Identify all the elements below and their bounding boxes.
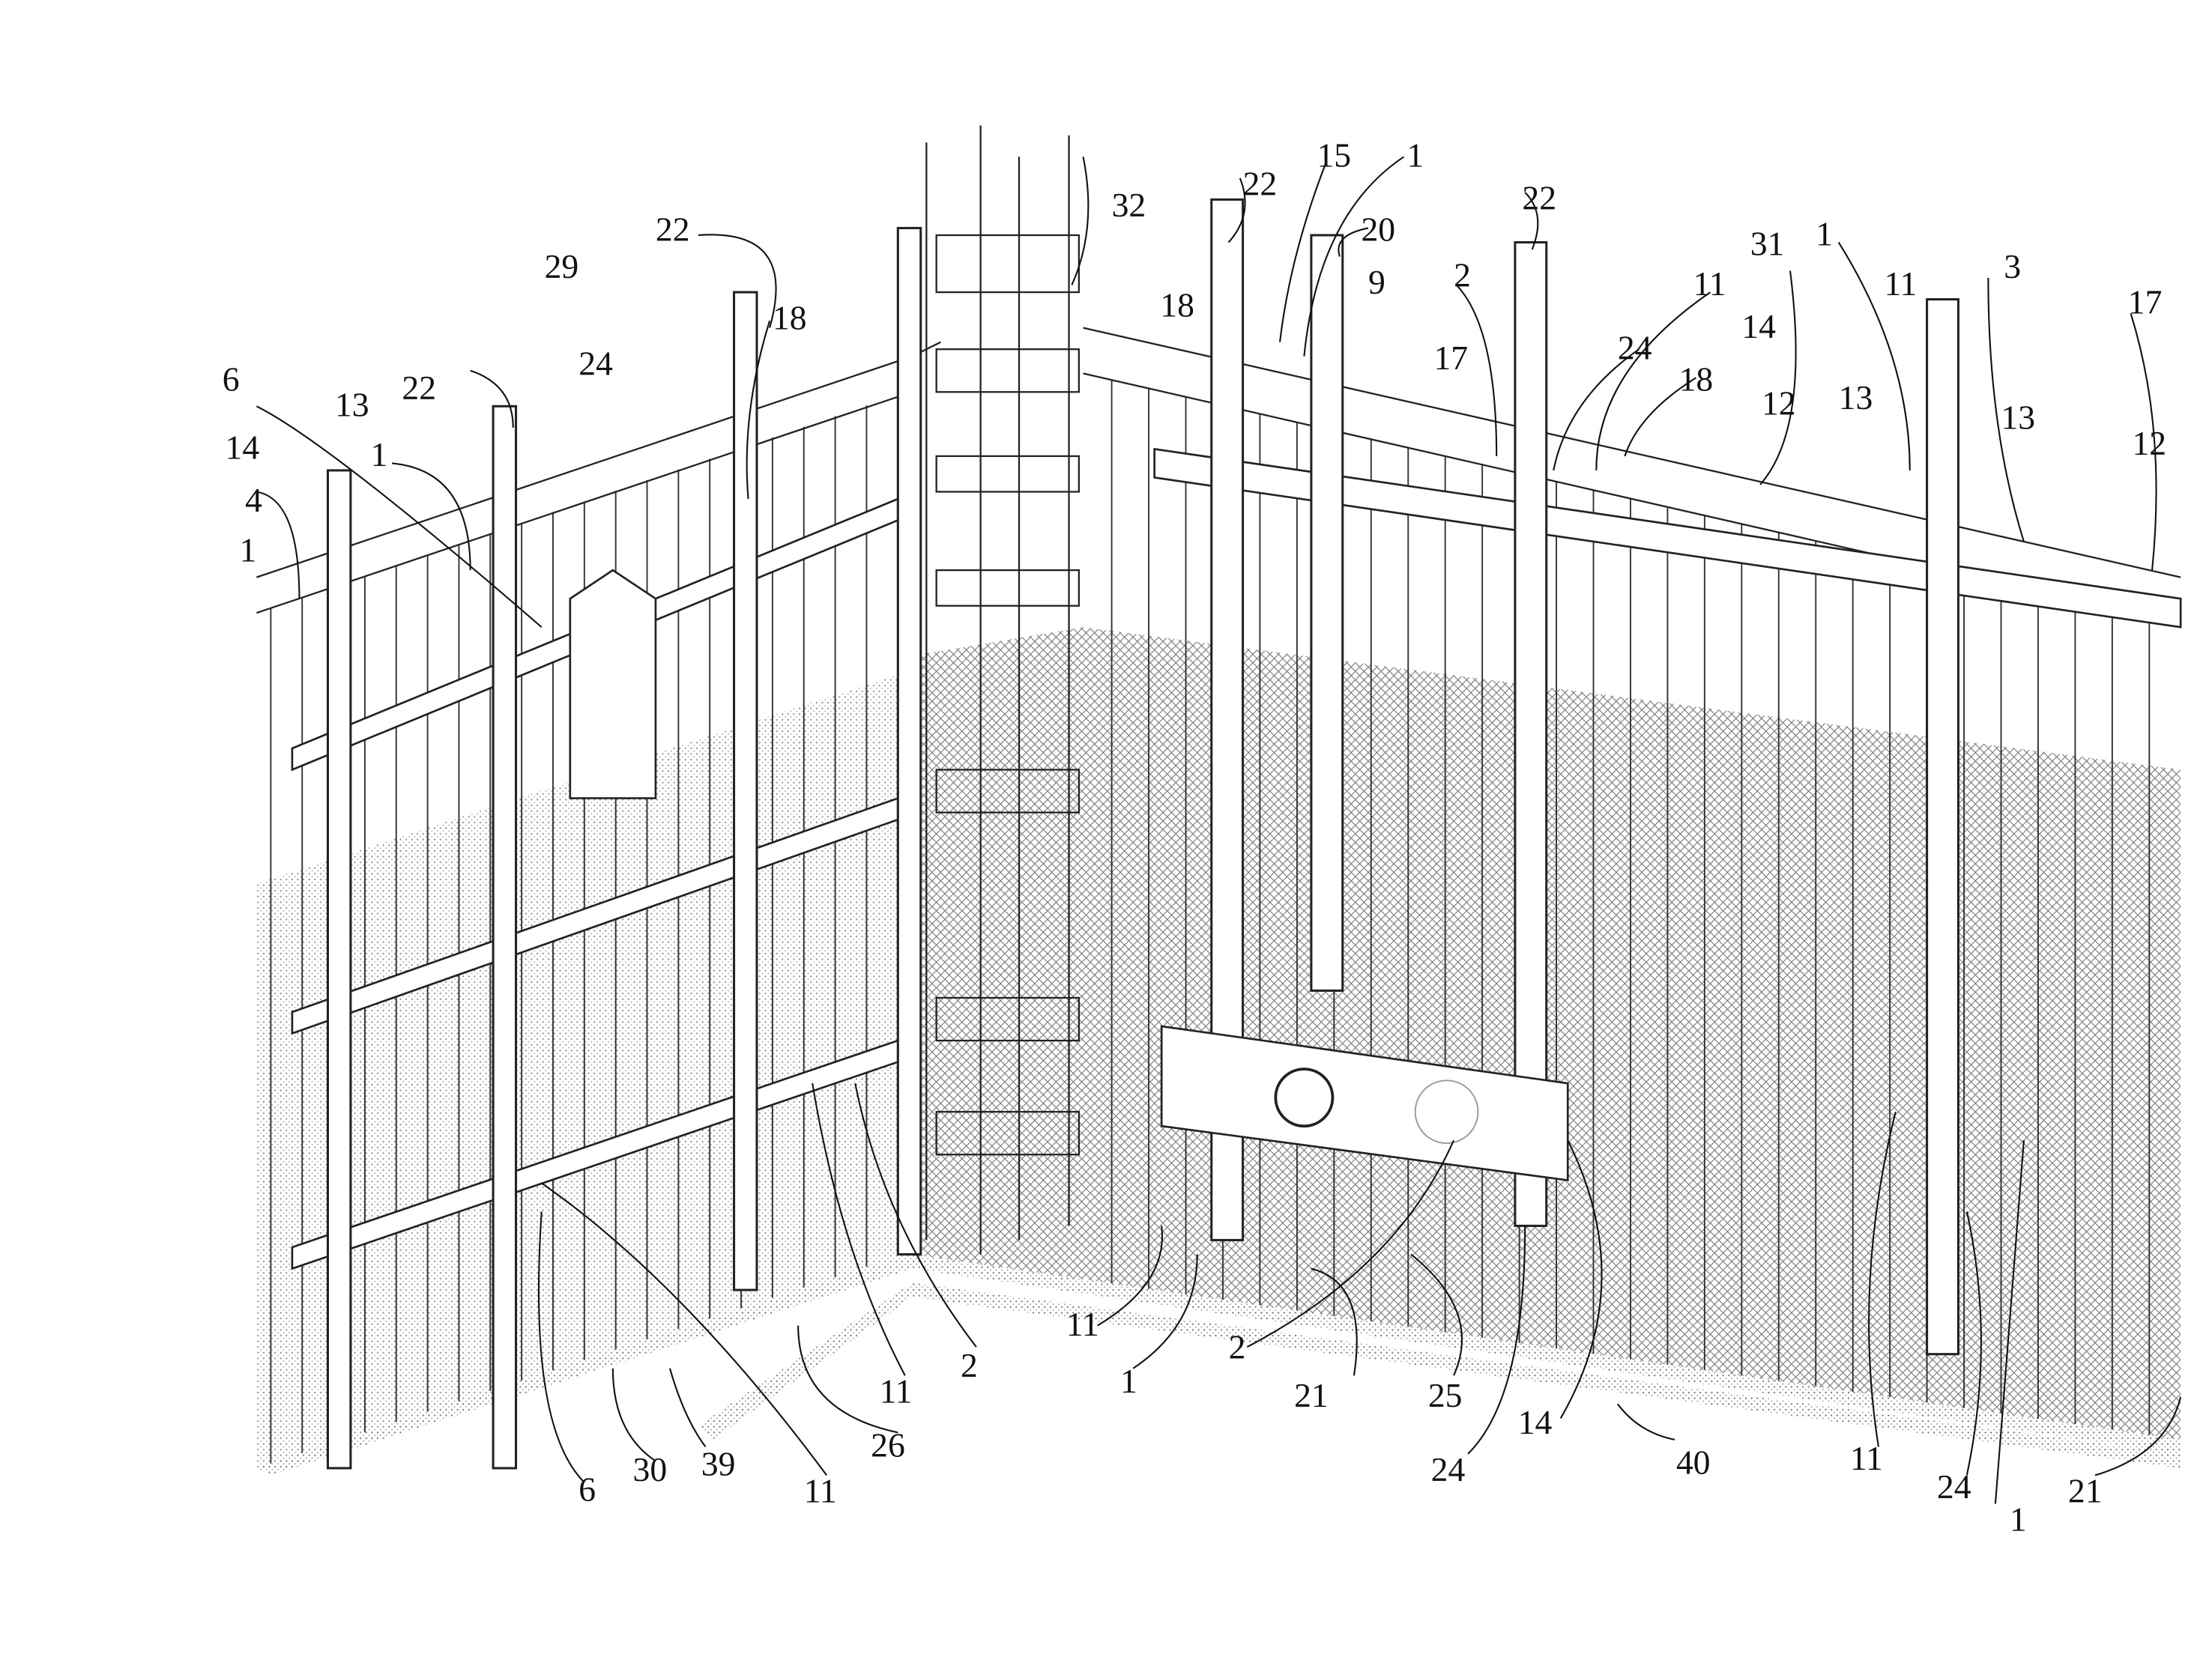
ref-label: 11	[1693, 264, 1726, 303]
ref-label: 11	[804, 1472, 837, 1510]
post	[1310, 234, 1344, 992]
service-box	[1160, 1025, 1569, 1182]
leader-lines	[256, 156, 2182, 1504]
ref-label: 6	[223, 360, 240, 398]
ref-label: 39	[701, 1444, 736, 1482]
ref-label: 20	[1361, 210, 1395, 249]
ref-label: 12	[2132, 424, 2166, 462]
rebar-cage	[925, 125, 1081, 1255]
ref-label: 18	[1160, 285, 1194, 324]
ref-label: 11	[880, 1372, 913, 1410]
ref-label: 4	[245, 481, 262, 519]
post	[733, 291, 758, 1291]
ref-label: 24	[1431, 1450, 1466, 1488]
ref-label: 22	[402, 369, 436, 407]
ref-label: 2	[1454, 255, 1471, 294]
ref-label: 11	[1885, 264, 1918, 303]
top-rail-left-lower	[256, 391, 913, 614]
ref-label: 17	[2128, 283, 2163, 321]
ref-label: 18	[1679, 360, 1714, 398]
post	[1926, 298, 1959, 1356]
ref-label: 21	[2068, 1472, 2103, 1510]
ref-label: 13	[1839, 378, 1873, 417]
post	[326, 469, 352, 1470]
ref-label: 1	[371, 435, 388, 473]
ref-label: 9	[1368, 263, 1385, 301]
horizontal-waler-right	[1153, 447, 2182, 628]
ref-label: 11	[1850, 1439, 1883, 1477]
ref-label: 2	[1229, 1327, 1246, 1366]
ref-label: 1	[1120, 1362, 1137, 1400]
ref-label: 40	[1676, 1444, 1711, 1482]
ref-label: 1	[2010, 1500, 2027, 1539]
ref-label: 14	[226, 428, 260, 467]
ref-label: 6	[578, 1470, 596, 1509]
reference-numerals: 32 22 15 1 20 22 9 2 24 11 31 1 11 3 17 …	[223, 136, 2166, 1539]
ref-label: 22	[1243, 165, 1278, 203]
ref-label: 31	[1750, 225, 1785, 263]
ref-label: 14	[1741, 307, 1776, 345]
ref-label: 2	[961, 1346, 978, 1384]
pipe-opening	[1274, 1067, 1335, 1128]
ref-label: 21	[1294, 1376, 1329, 1414]
post	[896, 226, 922, 1255]
ref-label: 26	[871, 1426, 905, 1464]
ref-label: 1	[1816, 214, 1833, 252]
ref-label: 11	[1066, 1305, 1099, 1343]
ref-label: 18	[773, 299, 807, 337]
ref-label: 13	[335, 386, 369, 424]
ref-label: 22	[656, 210, 690, 249]
ref-label: 30	[633, 1450, 668, 1488]
post	[1514, 240, 1548, 1227]
ref-label: 24	[578, 344, 613, 382]
ref-label: 3	[2004, 247, 2021, 285]
ref-label: 12	[1762, 384, 1796, 422]
pipe-opening-2	[1414, 1079, 1479, 1145]
ref-label: 14	[1518, 1403, 1553, 1441]
post	[492, 405, 518, 1470]
ref-label: 1	[240, 531, 257, 569]
ref-label: 13	[2001, 399, 2035, 437]
ref-label: 24	[1937, 1467, 1971, 1506]
vertical-posts	[326, 198, 1959, 1470]
ref-label: 22	[1522, 179, 1556, 217]
ref-label: 24	[1618, 329, 1652, 367]
ref-label: 15	[1317, 136, 1352, 175]
ref-label: 17	[1433, 339, 1468, 377]
window-frame	[569, 569, 657, 799]
ref-label: 25	[1428, 1376, 1463, 1414]
ref-label: 32	[1112, 186, 1146, 224]
ref-label: 1	[1406, 136, 1424, 175]
top-rail-right	[1083, 327, 2181, 578]
ref-label: 29	[545, 247, 579, 285]
